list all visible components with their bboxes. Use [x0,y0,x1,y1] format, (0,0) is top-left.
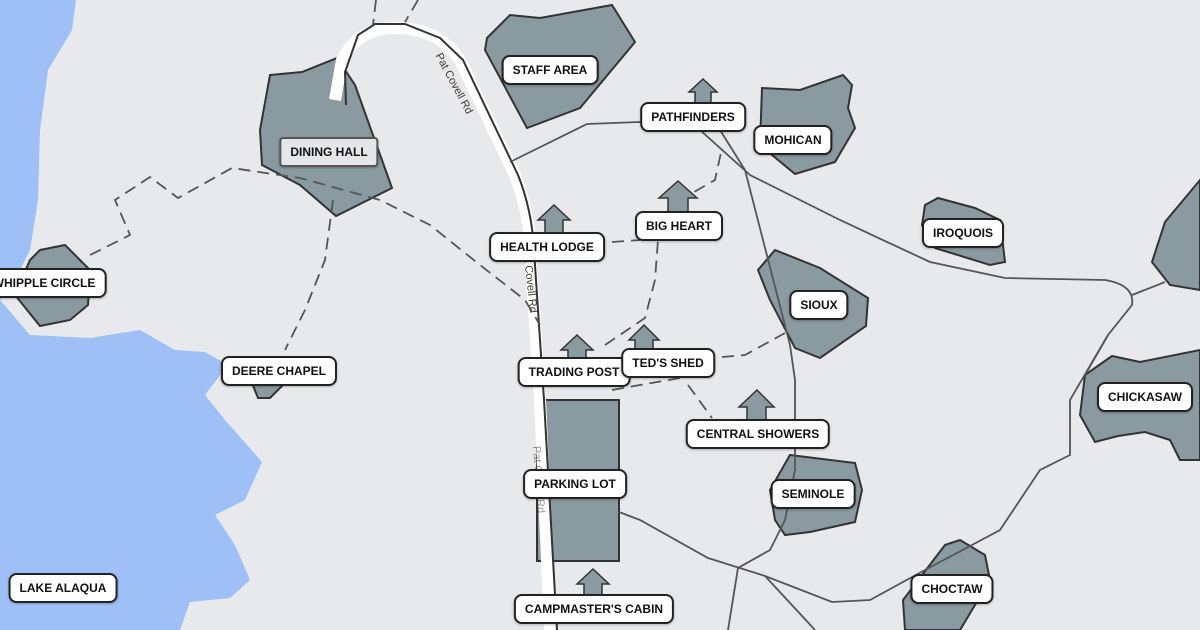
label-campmasters-cabin[interactable]: CAMPMASTER'S CABIN [513,594,675,624]
label-lake-alaqua[interactable]: LAKE ALAQUA [8,573,118,603]
label-deere-chapel[interactable]: DEERE CHAPEL [220,356,338,386]
label-big-heart[interactable]: BIG HEART [635,211,723,241]
label-pathfinders[interactable]: PATHFINDERS [640,102,746,132]
label-dining-hall[interactable]: DINING HALL [279,137,379,167]
label-central-showers[interactable]: CENTRAL SHOWERS [685,419,831,449]
east-building-shape [1150,178,1200,292]
dashed-trails [89,0,786,419]
label-health-lodge[interactable]: HEALTH LODGE [489,232,605,262]
label-mohican[interactable]: MOHICAN [753,125,833,155]
label-parking-lot[interactable]: PARKING LOT [523,469,627,499]
trails [509,121,1166,630]
label-iroquois[interactable]: IROQUOIS [921,218,1005,248]
label-chickasaw[interactable]: CHICKASAW [1097,382,1193,412]
label-trading-post[interactable]: TRADING POST [517,357,631,387]
label-seminole[interactable]: SEMINOLE [770,479,856,509]
label-sioux[interactable]: SIOUX [789,290,849,320]
lake-water [0,0,262,630]
label-choctaw[interactable]: CHOCTAW [910,574,994,604]
label-whipple-circle[interactable]: WHIPPLE CIRCLE [0,268,107,298]
pat-covell-road[interactable] [329,21,556,630]
label-staff-area[interactable]: STAFF AREA [501,55,599,85]
label-teds-shed[interactable]: TED'S SHED [621,348,715,378]
